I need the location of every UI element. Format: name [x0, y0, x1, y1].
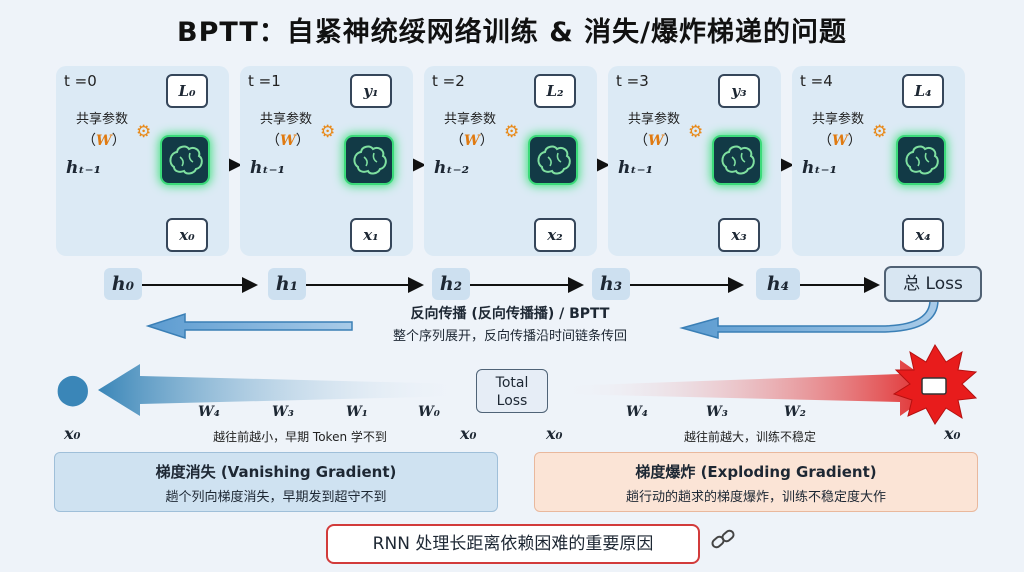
vanish-caption: 越往前越小，早期 Token 学不到 [213, 430, 387, 444]
brain-icon [721, 145, 755, 175]
shared-param-w: （W） [450, 130, 494, 150]
vanishing-gradient-box: 梯度消失 (Vanishing Gradient) 趟个列向梯度消失，早期发到超… [54, 452, 498, 512]
param-w: W [96, 133, 112, 149]
rnn-cell [162, 137, 208, 183]
hidden-state-1: h₁ [268, 268, 306, 300]
timestep-label: t =4 [800, 72, 833, 90]
exploding-title: 梯度爆炸 (Exploding Gradient) [635, 463, 877, 481]
output-box: L₄ [902, 74, 944, 108]
param-w: W [464, 133, 480, 149]
brain-icon [353, 145, 387, 175]
shared-param-w: （W） [634, 130, 678, 150]
input-box: x₁ [350, 218, 392, 252]
hidden-input: hₜ₋₁ [618, 158, 654, 178]
paren-close: ） [295, 133, 310, 149]
param-w: W [832, 133, 848, 149]
gear-icon: ⚙ [504, 122, 520, 142]
shared-params-label: 共享参数 [75, 112, 128, 127]
center-total-loss-box: Total Loss [476, 369, 548, 413]
explode-w4: W₄ [626, 404, 648, 420]
input-box: x₄ [902, 218, 944, 252]
input-box: x₃ [718, 218, 760, 252]
output-box: L₂ [534, 74, 576, 108]
vanish-w0: W₀ [418, 404, 440, 420]
rnn-cell [530, 137, 576, 183]
hidden-state-4: h₄ [756, 268, 800, 300]
timestep-label: t =1 [248, 72, 281, 90]
vanish-w3: W₃ [272, 404, 294, 420]
paren-close: ） [847, 133, 862, 149]
broken-chain-icon [711, 529, 735, 549]
timestep-label: t =3 [616, 72, 649, 90]
input-box: x₀ [166, 218, 208, 252]
hidden-input: hₜ₋₁ [250, 158, 286, 178]
backprop-title: 反向传播 (反向传播播) / BPTT [410, 306, 610, 322]
shared-params-label: 共享参数 [443, 112, 496, 127]
brain-icon [537, 145, 571, 175]
shared-params-label: 共享参数 [811, 112, 864, 127]
rnn-note: RNN 处理长距离依赖困难的重要原因 [326, 524, 700, 564]
paren-close: ） [479, 133, 494, 149]
shared-params-label: 共享参数 [627, 112, 680, 127]
gear-icon: ⚙ [320, 122, 336, 142]
output-box: y₁ [350, 74, 392, 108]
vanishing-title: 梯度消失 (Vanishing Gradient) [155, 463, 397, 481]
hidden-state-2: h₂ [432, 268, 470, 300]
shared-param-w: （W） [818, 130, 862, 150]
rnn-cell [346, 137, 392, 183]
brain-icon [905, 145, 939, 175]
explode-x-right: x₀ [944, 424, 961, 443]
brain-icon: ⬤ [56, 372, 90, 407]
vanish-w4: W₄ [198, 404, 220, 420]
hidden-input: hₜ₋₂ [434, 158, 470, 178]
paren-open: （ [818, 133, 832, 149]
brain-icon [169, 145, 203, 175]
vanish-x-right: x₀ [460, 424, 477, 443]
gear-icon: ⚙ [688, 122, 704, 142]
center-total-loss-line2: Loss [496, 393, 528, 409]
paren-close: ） [663, 133, 678, 149]
timestep-label: t =0 [64, 72, 97, 90]
vanishing-subtitle: 趟个列向梯度消失，早期发到超守不到 [165, 490, 387, 505]
paren-open: （ [634, 133, 648, 149]
vanishing-arrow [98, 364, 465, 416]
gear-icon: ⚙ [872, 122, 888, 142]
shared-params-label: 共享参数 [259, 112, 312, 127]
param-w: W [648, 133, 664, 149]
paren-close: ） [111, 133, 126, 149]
exploding-subtitle: 趟行动的趟求的梯度爆炸，训练不稳定度大作 [625, 490, 886, 505]
center-total-loss-line1: Total [495, 375, 529, 391]
hidden-state-3: h₃ [592, 268, 630, 300]
explode-w2: W₂ [784, 404, 806, 420]
explode-x-left: x₀ [546, 424, 563, 443]
rnn-cell [714, 137, 760, 183]
exploding-gradient-box: 梯度爆炸 (Exploding Gradient) 趟行动的趟求的梯度爆炸，训练… [534, 452, 978, 512]
timestep-label: t =2 [432, 72, 465, 90]
output-box: y₃ [718, 74, 760, 108]
rnn-cell [898, 137, 944, 183]
shared-param-w: （W） [266, 130, 310, 150]
explode-caption: 越往前越大，训练不稳定 [683, 430, 816, 444]
hidden-input: hₜ₋₁ [66, 158, 102, 178]
hidden-state-0: h₀ [104, 268, 142, 300]
backprop-subtitle: 整个序列展开，反向传播沿时间链条传回 [392, 329, 627, 344]
vanish-w1: W₁ [346, 404, 368, 420]
page-title: BPTT：自紧神统绥网络训练 & 消失/爆炸梯递的问题 [176, 17, 848, 48]
paren-open: （ [450, 133, 464, 149]
explode-w3: W₃ [706, 404, 728, 420]
paren-open: （ [266, 133, 280, 149]
input-box: x₂ [534, 218, 576, 252]
backprop-arrows [145, 299, 939, 340]
total-loss-box: 总 Loss [884, 266, 982, 302]
shared-param-w: （W） [82, 130, 126, 150]
exploding-arrow [560, 344, 978, 425]
gear-icon: ⚙ [136, 122, 152, 142]
paren-open: （ [82, 133, 96, 149]
param-w: W [280, 133, 296, 149]
hidden-input: hₜ₋₁ [802, 158, 838, 178]
vanish-x-left: x₀ [64, 424, 81, 443]
output-box: L₀ [166, 74, 208, 108]
